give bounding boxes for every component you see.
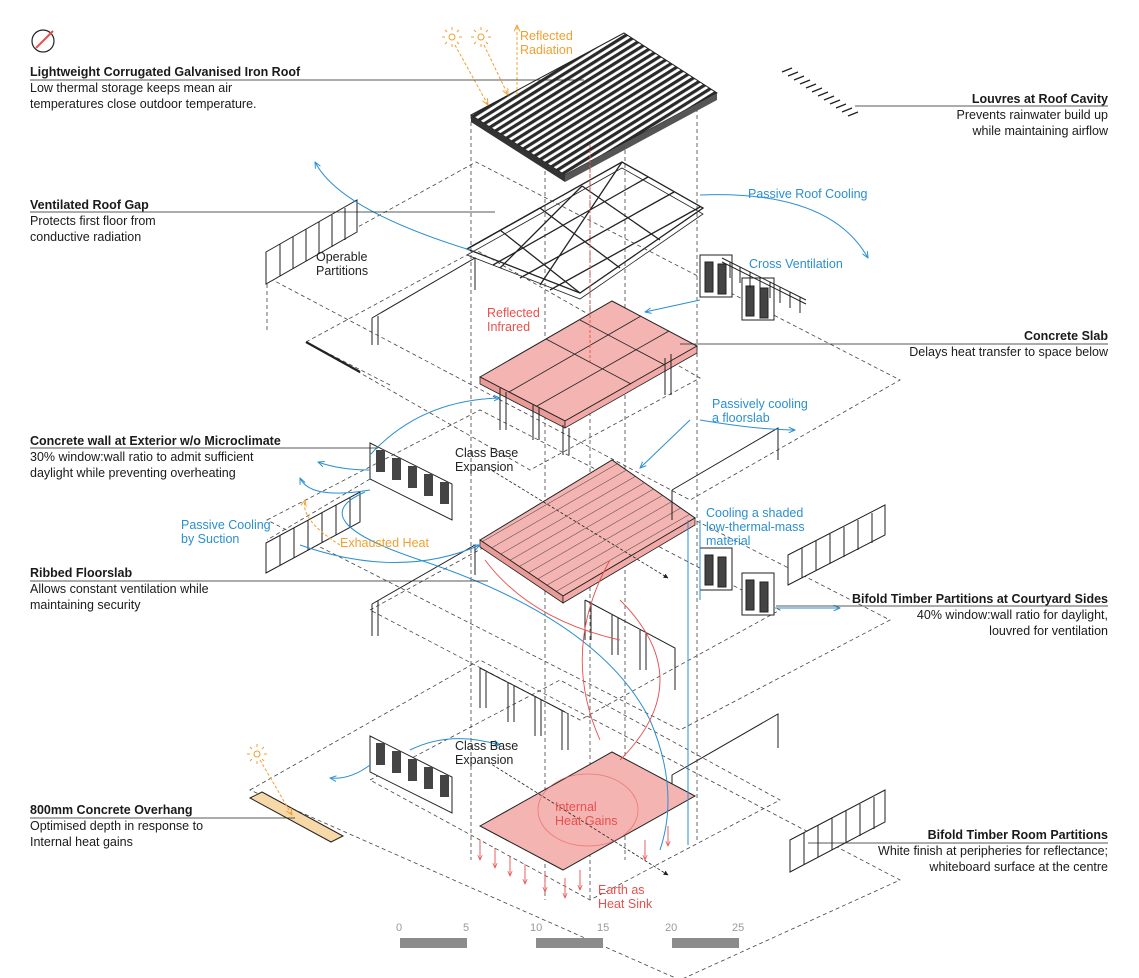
- annotation-exhausted-heat: Exhausted Heat: [340, 536, 429, 550]
- annotation-internal-heat-gains: Internal Heat Gains: [555, 800, 618, 828]
- annotation-passive-roof-cooling: Passive Roof Cooling: [748, 187, 868, 201]
- label-overhang-desc: Optimised depth in response to Internal …: [30, 819, 204, 849]
- annotation-earth-heat-sink: Earth as Heat Sink: [598, 883, 653, 911]
- middle-colonnade: [584, 599, 676, 690]
- sun-icon: [247, 27, 491, 764]
- label-roof-title: Lightweight Corrugated Galvanised Iron R…: [30, 65, 301, 79]
- cross-ventilation-doors: [699, 254, 807, 321]
- label-bifold-courtyard: Bifold Timber Partitions at Courtyard Si…: [808, 591, 1108, 639]
- label-roof-gap-desc: Protects first floor from conductive rad…: [30, 214, 156, 244]
- annotation-class-base-expansion-upper: Class Base Expansion: [455, 446, 519, 474]
- scale-tick-0: 0: [396, 922, 403, 934]
- airflow-arrows: [300, 162, 868, 851]
- heat-arrows: [480, 145, 668, 898]
- scale-segment-1: [400, 938, 467, 948]
- roof-truss: [465, 161, 705, 300]
- middle-left-partitions: [265, 491, 476, 636]
- label-overhang: 800mm Concrete Overhang Optimised depth …: [30, 802, 280, 850]
- exterior-wall-lower: [369, 735, 453, 814]
- scale-tick-10: 10: [530, 922, 543, 934]
- annotation-cooling-shaded: Cooling a shaded low-thermal-mass materi…: [706, 506, 805, 548]
- annotation-reflected-radiation: Reflected Radiation: [520, 29, 573, 57]
- label-louvres-desc: Prevents rainwater build up while mainta…: [956, 108, 1108, 138]
- label-overhang-title: 800mm Concrete Overhang: [30, 803, 193, 817]
- ribbed-floorslab: [479, 459, 696, 604]
- annotation-cross-ventilation: Cross Ventilation: [749, 257, 843, 271]
- leader-lines: [30, 79, 1108, 844]
- bifold-courtyard-doors: [699, 547, 775, 616]
- scale-tick-15: 15: [597, 922, 610, 934]
- scale-tick-20: 20: [665, 922, 678, 934]
- label-bifold-room-title: Bifold Timber Room Partitions: [927, 828, 1108, 842]
- slab-columns: [499, 354, 672, 455]
- annotation-class-base-expansion-lower: Class Base Expansion: [455, 739, 519, 767]
- label-bifold-room: Bifold Timber Room Partitions White fini…: [808, 827, 1108, 875]
- label-louvres-title: Louvres at Roof Cavity: [971, 92, 1108, 106]
- label-bifold-courtyard-desc: 40% window:wall ratio for daylight, louv…: [916, 608, 1108, 638]
- label-roof: Lightweight Corrugated Galvanised Iron R…: [30, 64, 390, 112]
- label-bifold-courtyard-title: Bifold Timber Partitions at Courtyard Si…: [851, 592, 1108, 606]
- roof-louvres: [781, 67, 859, 117]
- annotation-reflected-infrared: Reflected Infrared: [487, 306, 540, 334]
- corrugated-roof: [470, 32, 718, 182]
- expansion-arrows: [487, 467, 669, 876]
- operable-partitions: [265, 199, 476, 373]
- annotation-operable-partitions: Operable Partitions: [316, 250, 369, 278]
- label-louvres: Louvres at Roof Cavity Prevents rainwate…: [860, 91, 1108, 139]
- label-ribbed-floorslab: Ribbed Floorslab Allows constant ventila…: [30, 565, 330, 613]
- north-arrow-icon: [31, 29, 55, 53]
- label-ribbed-floorslab-title: Ribbed Floorslab: [30, 566, 133, 580]
- radiation-arrows: [259, 25, 517, 815]
- label-roof-gap: Ventilated Roof Gap Protects first floor…: [30, 197, 330, 245]
- label-roof-gap-title: Ventilated Roof Gap: [30, 198, 149, 212]
- label-concrete-wall-title: Concrete wall at Exterior w/o Microclima…: [30, 434, 281, 448]
- lower-floor-outline: [249, 659, 901, 978]
- annotation-passively-cooling-floorslab: Passively cooling a floorslab: [712, 397, 808, 425]
- label-roof-desc: Low thermal storage keeps mean air tempe…: [30, 81, 257, 111]
- scale-segment-3: [672, 938, 739, 948]
- scale-tick-5: 5: [463, 922, 470, 934]
- scale-tick-25: 25: [732, 922, 745, 934]
- annotation-passive-cooling-suction: Passive Cooling by Suction: [181, 518, 271, 546]
- label-concrete-slab-desc: Delays heat transfer to space below: [909, 345, 1108, 359]
- label-concrete-wall-desc: 30% window:wall ratio to admit sufficien…: [30, 450, 254, 480]
- label-concrete-slab: Concrete Slab Delays heat transfer to sp…: [858, 328, 1108, 360]
- label-bifold-room-desc: White finish at peripheries for reflecta…: [878, 844, 1108, 874]
- concrete-overhang: [248, 791, 345, 843]
- label-concrete-wall: Concrete wall at Exterior w/o Microclima…: [30, 433, 360, 481]
- middle-right-partitions: [671, 427, 886, 586]
- scale-segment-2: [536, 938, 603, 948]
- ground-slab: [478, 751, 697, 871]
- room-partitions-lower: [789, 789, 886, 873]
- label-ribbed-floorslab-desc: Allows constant ventilation while mainta…: [30, 582, 209, 612]
- label-concrete-slab-title: Concrete Slab: [1023, 329, 1108, 343]
- concrete-slab: [478, 300, 699, 429]
- exterior-wall-upper: [369, 442, 453, 521]
